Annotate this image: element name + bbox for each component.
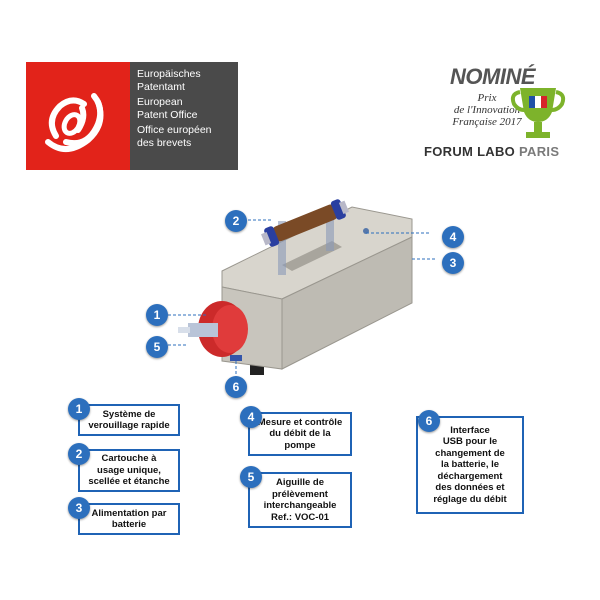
callout-4: 4: [442, 226, 464, 248]
callout-3: 3: [442, 252, 464, 274]
award-badge: NOMINÉ Prix de l'Innovation Française 20…: [424, 60, 574, 170]
pump-device-illustration: [168, 199, 436, 377]
legend-number-5: 5: [240, 466, 262, 488]
award-prix: Prix de l'Innovation Française 2017: [452, 92, 522, 128]
award-forum: FORUM LABO PARIS: [424, 144, 560, 159]
legend-number-3: 3: [68, 497, 90, 519]
callout-1: 1: [146, 304, 168, 326]
legend-number-2: 2: [68, 443, 90, 465]
award-nomine: NOMINÉ: [450, 64, 536, 89]
callout-2: 2: [225, 210, 247, 232]
callout-5: 5: [146, 336, 168, 358]
legend-number-1: 1: [68, 398, 90, 420]
callout-6: 6: [225, 376, 247, 398]
epo-emblem-icon: [26, 62, 130, 170]
trophy-icon: [510, 88, 566, 138]
legend-number-4: 4: [240, 406, 262, 428]
legend-number-6: 6: [418, 410, 440, 432]
